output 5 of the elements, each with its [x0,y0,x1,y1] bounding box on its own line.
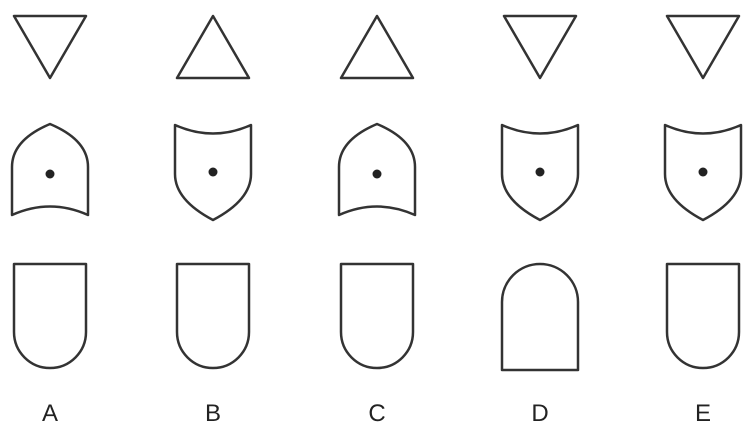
option-letter: B [204,400,222,428]
option-letter: E [694,400,712,428]
option-letter: C [367,400,387,428]
option-letter: A [40,400,59,428]
option-letter: D [530,400,550,428]
